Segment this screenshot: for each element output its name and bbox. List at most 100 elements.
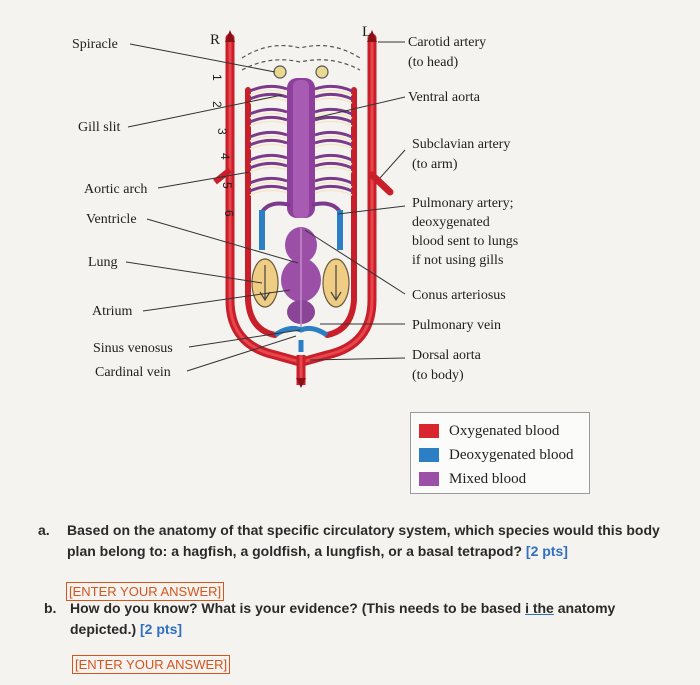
left-leader-lines bbox=[125, 43, 301, 372]
gill-arch-5 bbox=[314, 166, 353, 173]
label-subclavian-artery: Subclavian artery bbox=[412, 137, 510, 152]
label-ventricle: Ventricle bbox=[86, 212, 137, 227]
gill-arch-6 bbox=[249, 176, 288, 185]
gill-arch-3 bbox=[249, 115, 288, 124]
gill-arch-6 bbox=[249, 189, 288, 196]
gill-arch-5 bbox=[314, 153, 353, 162]
label-subclavian-artery-sub: (to arm) bbox=[412, 157, 458, 172]
label-carotid-artery-sub: (to head) bbox=[408, 55, 458, 70]
label-lung: Lung bbox=[88, 255, 118, 270]
question-b-line-1: How do you know? What is your evidence? … bbox=[70, 598, 698, 619]
gill-arch-4 bbox=[249, 138, 288, 147]
question-a-points: [2 pts] bbox=[525, 543, 568, 559]
label-pulmonary-vein: Pulmonary vein bbox=[412, 318, 501, 333]
gill-arch-2 bbox=[249, 97, 288, 104]
gill-arch-2 bbox=[249, 89, 288, 96]
gill-arch-6 bbox=[314, 189, 353, 196]
question-b-text-1b: i the bbox=[525, 600, 554, 616]
legend-label: Mixed blood bbox=[449, 470, 527, 487]
heart bbox=[281, 227, 321, 330]
question-a-line-2: plan belong to: a hagfish, a goldfish, a… bbox=[67, 541, 697, 562]
question-b: How do you know? What is your evidence? … bbox=[70, 598, 698, 640]
left-side-vessels bbox=[297, 33, 394, 367]
gill-arch-6 bbox=[260, 201, 291, 214]
label-pulmonary-artery-2: deoxygenated bbox=[412, 215, 490, 230]
gill-arch-6 bbox=[249, 181, 288, 188]
label-sinus-venosus: Sinus venosus bbox=[93, 341, 173, 356]
gill-arch-5 bbox=[249, 166, 288, 173]
legend-item-deoxygenated: Deoxygenated blood bbox=[419, 443, 581, 467]
spiracle-left bbox=[315, 65, 329, 79]
spiracle-arch bbox=[241, 44, 361, 71]
side-label-left: L bbox=[362, 24, 371, 40]
pulmonary-vein bbox=[273, 325, 329, 352]
question-b-text-2: depicted.) bbox=[70, 621, 137, 637]
label-cardinal-vein: Cardinal vein bbox=[95, 365, 171, 380]
legend-swatch-oxygenated bbox=[419, 424, 439, 438]
subclavian-right bbox=[213, 167, 232, 185]
label-pulmonary-artery-4: if not using gills bbox=[412, 253, 503, 268]
right-side-vessels bbox=[225, 33, 305, 367]
gill-arch-2 bbox=[314, 97, 353, 104]
label-atrium: Atrium bbox=[92, 304, 133, 319]
arch-number-3: 3 bbox=[215, 128, 229, 135]
legend-label: Deoxygenated blood bbox=[449, 446, 574, 463]
gill-arch-6 bbox=[314, 181, 353, 188]
gill-arch-3 bbox=[314, 115, 353, 124]
gill-arch-3 bbox=[249, 112, 288, 119]
gill-arch-3 bbox=[314, 120, 353, 127]
label-pulmonary-artery: Pulmonary artery; bbox=[412, 196, 513, 211]
question-a-text-2: plan belong to: a hagfish, a goldfish, a… bbox=[67, 543, 523, 559]
label-spiracle: Spiracle bbox=[72, 37, 118, 52]
arch-number-4: 4 bbox=[218, 153, 232, 160]
gill-arch-6 bbox=[249, 184, 288, 193]
gill-arch-2 bbox=[314, 89, 353, 96]
label-pulmonary-artery-3: blood sent to lungs bbox=[412, 234, 518, 249]
gill-arch-5 bbox=[249, 158, 288, 165]
legend-swatch-mixed bbox=[419, 472, 439, 486]
legend-item-mixed: Mixed blood bbox=[419, 467, 581, 491]
label-ventral-aorta: Ventral aorta bbox=[408, 90, 481, 105]
carotid-arrow-right bbox=[225, 30, 235, 42]
label-carotid-artery: Carotid artery bbox=[408, 35, 486, 50]
question-a-letter: a. bbox=[38, 522, 50, 538]
arch-number-6: 6 bbox=[222, 210, 236, 217]
question-b-points: [2 pts] bbox=[140, 621, 183, 637]
gill-arch-3 bbox=[249, 120, 288, 127]
deoxygenated-vessels bbox=[259, 210, 343, 250]
gill-arch-6 bbox=[314, 176, 353, 185]
gill-arch-2 bbox=[314, 92, 353, 101]
label-aortic-arch: Aortic arch bbox=[84, 182, 147, 197]
gill-arch-4 bbox=[314, 130, 353, 139]
gill-arch-4 bbox=[314, 138, 353, 147]
label-dorsal-aorta-sub: (to body) bbox=[412, 368, 464, 383]
side-label-right: R bbox=[210, 32, 220, 48]
gill-arches bbox=[249, 84, 353, 214]
arch-number-2: 2 bbox=[210, 101, 224, 108]
question-b-line-2: depicted.) [2 pts] bbox=[70, 619, 698, 640]
gill-arch-6 bbox=[314, 184, 353, 193]
gill-arch-2 bbox=[249, 92, 288, 101]
gill-arch-4 bbox=[249, 143, 288, 150]
gill-arch-5 bbox=[314, 161, 353, 170]
question-b-letter: b. bbox=[44, 600, 57, 616]
gill-arch-4 bbox=[249, 130, 288, 139]
ventral-aorta bbox=[287, 78, 315, 218]
legend: Oxygenated blood Deoxygenated blood Mixe… bbox=[410, 412, 590, 494]
question-b-text-1a: How do you know? What is your evidence? … bbox=[70, 600, 522, 616]
gill-arch-3 bbox=[314, 107, 353, 116]
gill-arch-2 bbox=[314, 84, 353, 93]
gill-arch-6 bbox=[311, 201, 342, 214]
answer-a-field[interactable]: [ENTER YOUR ANSWER] bbox=[66, 582, 225, 601]
gill-arch-5 bbox=[249, 153, 288, 162]
carotid-arrow-left bbox=[367, 30, 377, 42]
legend-swatch-deoxygenated bbox=[419, 448, 439, 462]
question-a: Based on the anatomy of that specific ci… bbox=[67, 520, 697, 562]
label-dorsal-aorta: Dorsal aorta bbox=[412, 348, 482, 363]
gill-arch-4 bbox=[314, 135, 353, 142]
gill-arch-4 bbox=[314, 143, 353, 150]
gill-arch-5 bbox=[314, 158, 353, 165]
answer-b-field[interactable]: [ENTER YOUR ANSWER] bbox=[72, 655, 231, 674]
